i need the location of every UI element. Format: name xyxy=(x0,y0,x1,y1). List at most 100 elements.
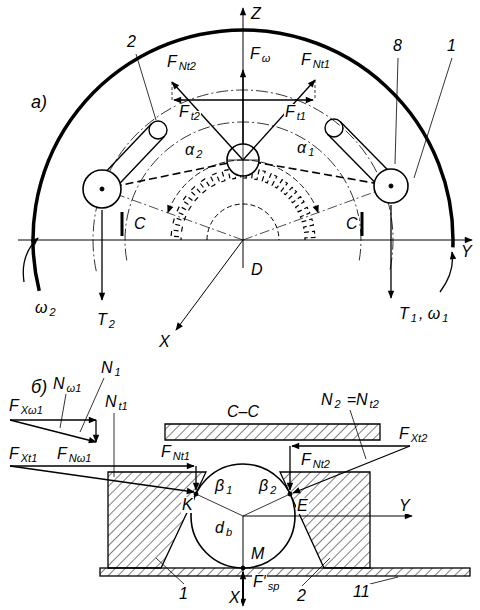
subscript: 2 xyxy=(108,319,116,330)
point-label: M xyxy=(250,546,265,562)
leader-line xyxy=(80,378,104,432)
subscript: t1 xyxy=(296,111,307,122)
subscript: Xω1 xyxy=(20,405,44,416)
projection-line xyxy=(315,80,316,100)
spring-force xyxy=(242,572,244,600)
y-axis xyxy=(243,516,412,517)
illustration xyxy=(10,8,472,606)
view-label: а) xyxy=(30,93,48,111)
torque-arrow xyxy=(101,210,102,300)
angle-label: β xyxy=(214,478,225,494)
force-vector xyxy=(243,80,315,160)
subscript: Nt2 xyxy=(312,459,331,470)
force-label: N xyxy=(100,360,114,376)
part-number: 1 xyxy=(178,586,189,602)
radial-line xyxy=(243,186,391,240)
torque-arrow xyxy=(390,205,391,298)
section-mark xyxy=(361,212,364,236)
view-label: б) xyxy=(30,378,48,396)
subscript: ω xyxy=(261,53,272,64)
force-component xyxy=(174,99,243,100)
axis-label: Y xyxy=(398,498,411,514)
part-number: 2 xyxy=(296,588,307,604)
rotation-arrow xyxy=(23,238,38,282)
subscript: Nω1 xyxy=(68,453,93,464)
force-label: N xyxy=(104,394,118,410)
angle-label: α xyxy=(296,140,307,156)
angle-arc xyxy=(243,160,318,213)
force-label: F xyxy=(178,104,190,120)
force-component xyxy=(10,465,194,466)
subscript: 2 xyxy=(334,399,342,410)
part-number: 1 xyxy=(446,38,457,54)
contact-point xyxy=(194,492,198,496)
section-mark xyxy=(121,212,124,236)
force-label: F xyxy=(8,398,20,414)
leader-line xyxy=(395,58,398,164)
base-plate xyxy=(100,568,470,576)
leader-line xyxy=(350,410,366,459)
roller xyxy=(83,170,121,208)
subscript: t1 xyxy=(118,401,129,412)
lever-strap xyxy=(325,119,343,137)
subscript: 1 xyxy=(307,147,315,158)
part-number: 8 xyxy=(392,38,403,54)
roller xyxy=(374,169,408,203)
force-label: =N xyxy=(346,392,369,408)
section-label: C–C xyxy=(226,404,260,420)
subscript: Xt2 xyxy=(410,433,429,444)
part-number: 2 xyxy=(126,34,137,50)
z-axis xyxy=(243,8,244,268)
rotation-arrow xyxy=(440,252,453,292)
subscript: b xyxy=(225,527,233,538)
leader-line xyxy=(114,413,115,477)
force-label: N xyxy=(52,376,66,392)
roller-center xyxy=(100,187,104,191)
roller-center xyxy=(389,184,393,188)
subscript: t2 xyxy=(190,111,201,122)
angle-label: α xyxy=(184,142,195,158)
dimension-label: d xyxy=(214,520,225,536)
rotation-label: ω xyxy=(34,300,48,316)
torque-label: T xyxy=(398,306,410,322)
leader-line xyxy=(156,558,184,584)
force-label: F xyxy=(300,452,312,468)
lever-strap xyxy=(149,121,167,139)
force-vector xyxy=(293,446,410,493)
torque-label: T xyxy=(96,312,108,328)
subscript: 1 xyxy=(441,313,449,324)
force-label: F xyxy=(284,104,296,120)
force-component xyxy=(95,420,96,442)
force-label: F xyxy=(160,444,172,460)
leader-line xyxy=(302,558,330,586)
force-vector xyxy=(10,466,194,492)
subscript: 1 xyxy=(225,485,233,496)
axis-label: Z xyxy=(250,6,262,22)
subscript: t2 xyxy=(369,399,380,410)
force-component xyxy=(289,446,290,490)
leader-line xyxy=(136,54,156,120)
section-label: C xyxy=(345,216,359,232)
force-component xyxy=(243,99,313,100)
part-number: 11 xyxy=(352,584,371,600)
rotation-label: , ω xyxy=(418,306,441,322)
leader-line xyxy=(60,394,66,428)
force-label: F xyxy=(398,426,410,442)
point-label: K xyxy=(181,497,194,513)
point-label: E xyxy=(296,498,309,514)
axis-label: Y xyxy=(460,244,473,260)
force-vector xyxy=(172,82,243,160)
contact-line xyxy=(196,494,243,516)
link-dashed xyxy=(102,160,243,189)
subscript: Nt1 xyxy=(312,59,331,70)
point-label: D xyxy=(250,262,264,278)
axis-label: X xyxy=(228,590,241,606)
force-label: F′ xyxy=(252,574,267,590)
force-vector xyxy=(242,70,243,144)
link-dashed xyxy=(243,160,391,186)
angle-arc xyxy=(168,160,243,213)
leader-line xyxy=(370,577,398,584)
y-axis xyxy=(18,240,472,241)
x-axis xyxy=(176,240,243,330)
